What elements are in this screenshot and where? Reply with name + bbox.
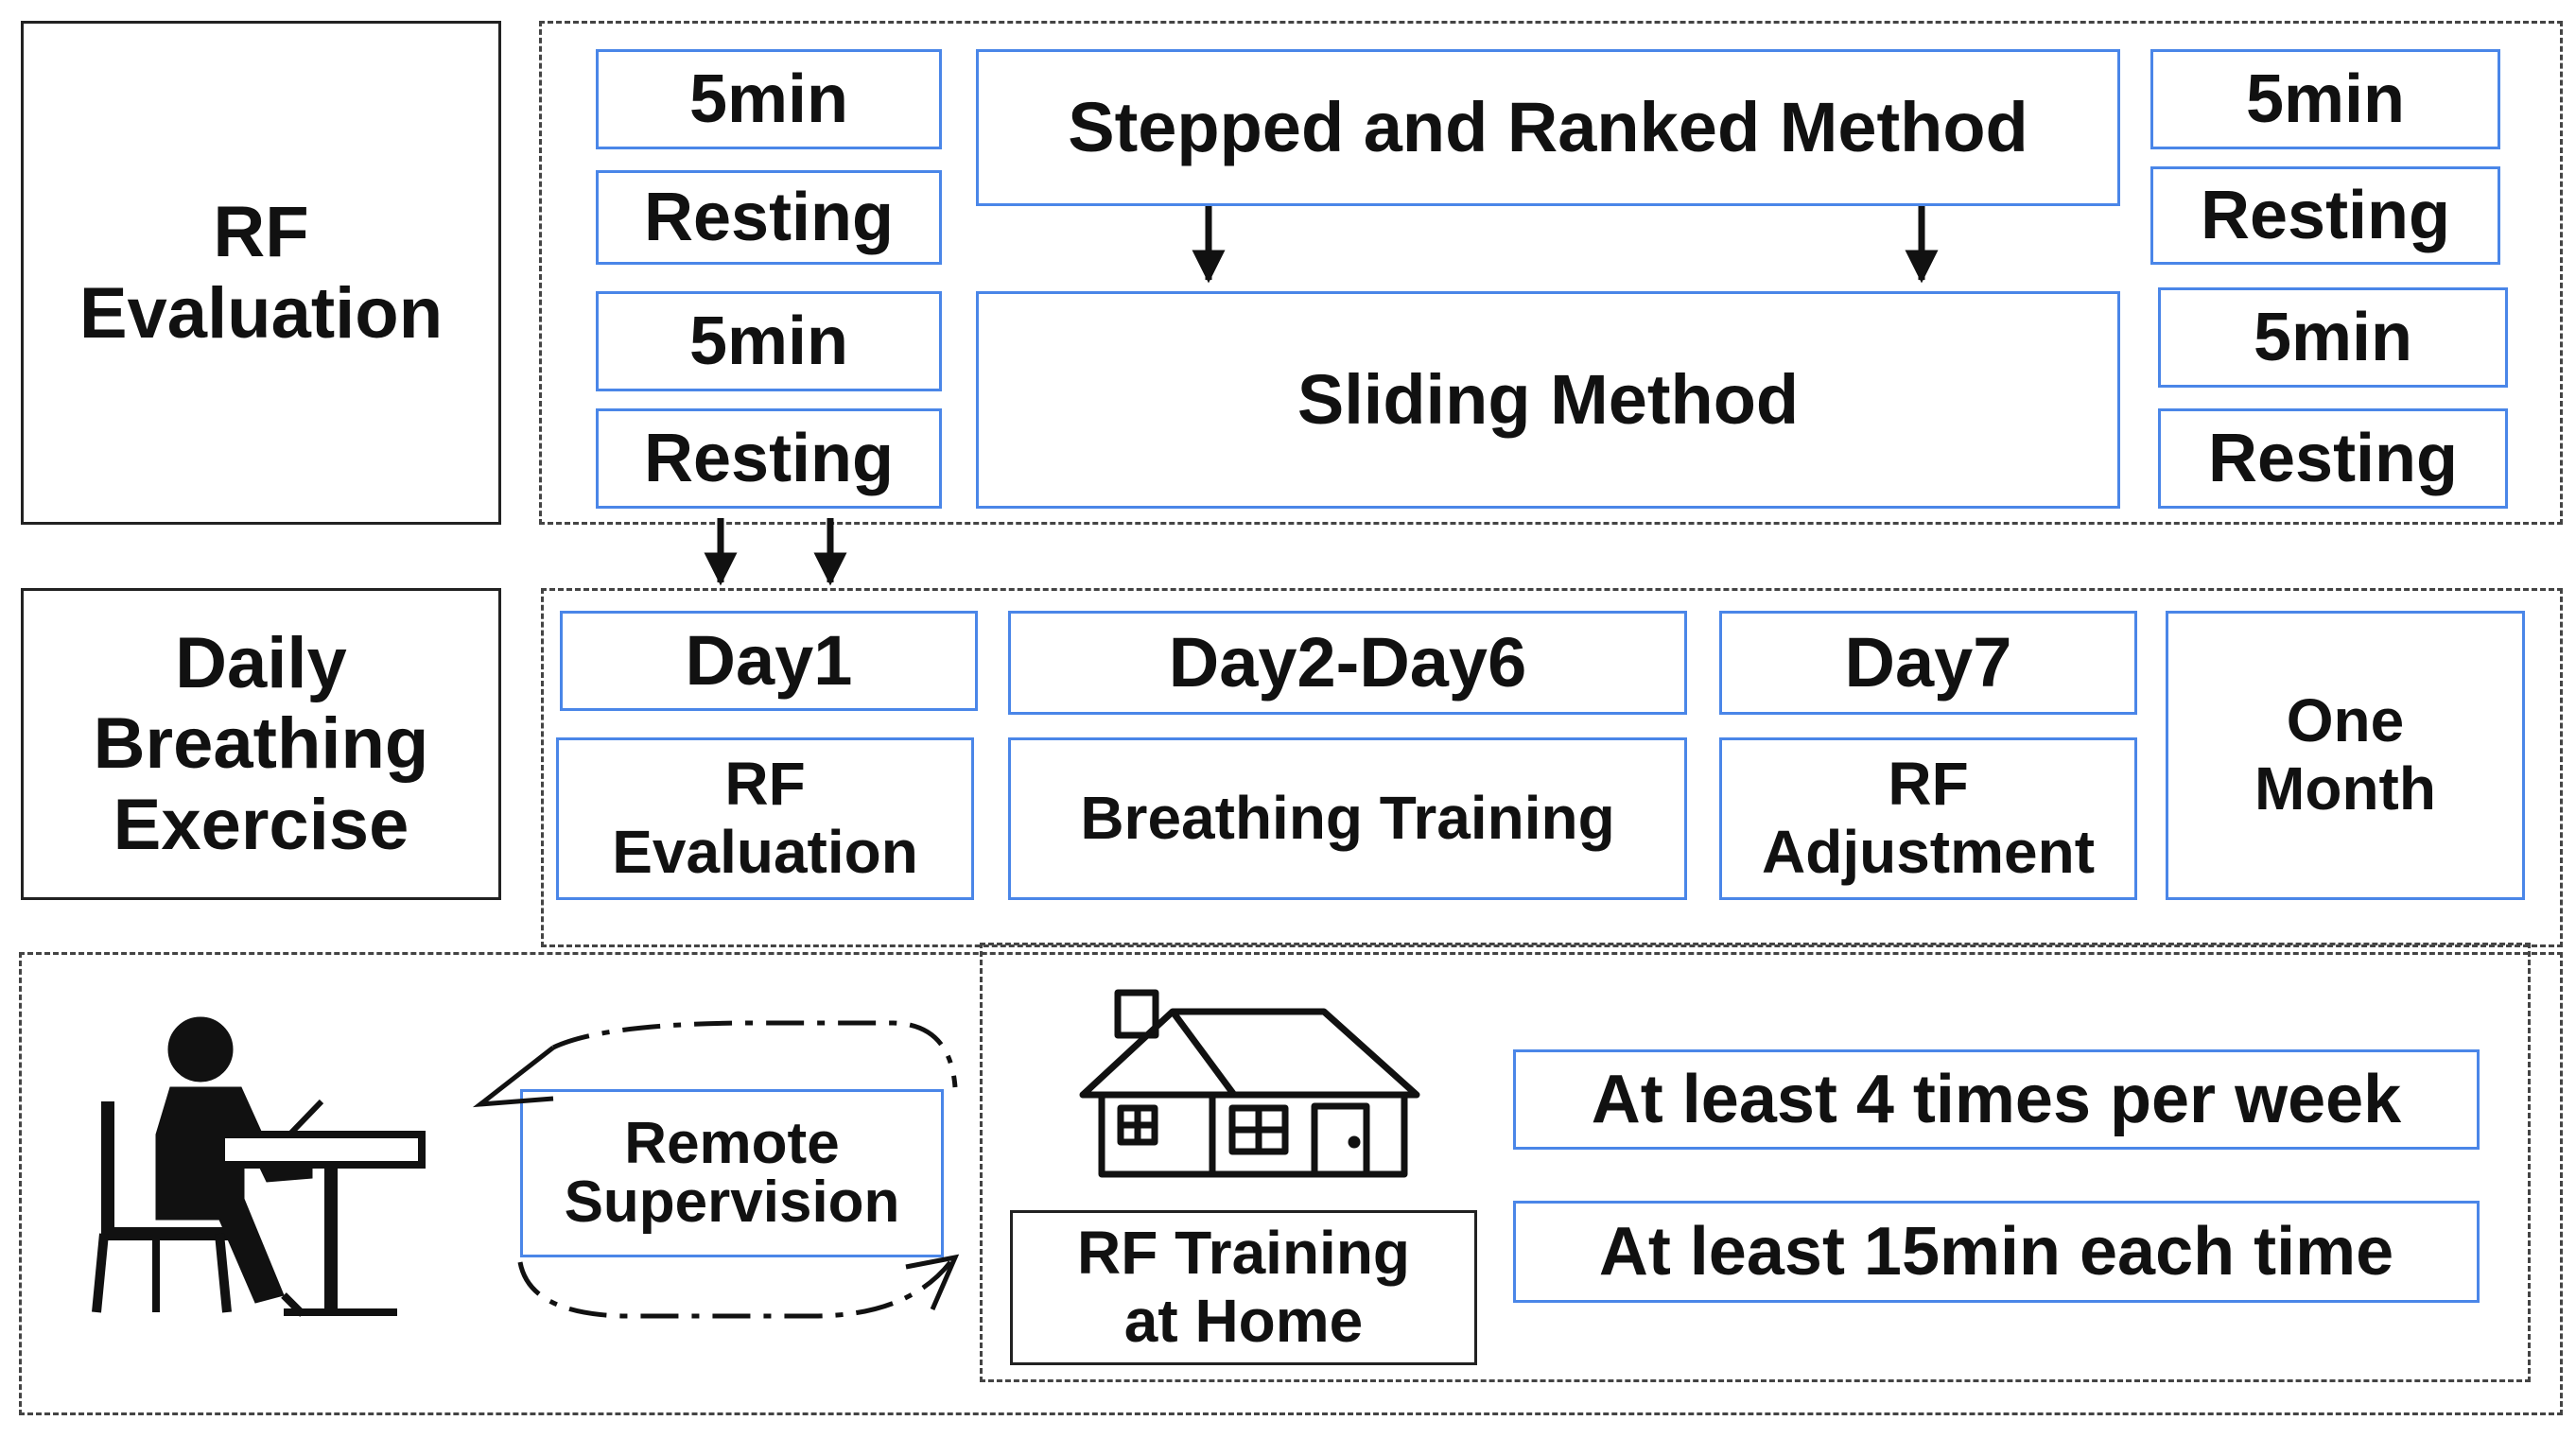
right-bottom-time-box: 5min xyxy=(2158,287,2508,388)
right-top-resting-box: Resting xyxy=(2150,166,2500,265)
chevron-left-icon xyxy=(472,1046,555,1108)
sliding-method-box: Sliding Method xyxy=(976,291,2120,509)
day7-task-box: RF Adjustment xyxy=(1719,737,2137,900)
day7-box: Day7 xyxy=(1719,611,2137,715)
left-bottom-time-box: 5min xyxy=(596,291,942,391)
daily-breathing-section-label: Daily Breathing Exercise xyxy=(21,588,501,900)
supervision-loop-bottom xyxy=(517,1260,952,1319)
supervision-loop-top xyxy=(551,1020,958,1088)
home-outer-frame xyxy=(19,952,2563,1415)
one-month-box: One Month xyxy=(2166,611,2525,900)
frequency-per-week-box: At least 4 times per week xyxy=(1513,1049,2480,1150)
day2-day6-task-box: Breathing Training xyxy=(1008,737,1687,900)
chevron-right-icon xyxy=(905,1254,960,1310)
left-top-time-box: 5min xyxy=(596,49,942,149)
stepped-ranked-method-box: Stepped and Ranked Method xyxy=(976,49,2120,206)
left-bottom-resting-box: Resting xyxy=(596,408,942,509)
right-top-time-box: 5min xyxy=(2150,49,2500,149)
duration-each-time-box: At least 15min each time xyxy=(1513,1201,2480,1303)
daily-group-frame xyxy=(541,588,2563,947)
rf-evaluation-section-label: RF Evaluation xyxy=(21,21,501,525)
home-inner-frame xyxy=(980,943,2531,1382)
evaluation-group-frame xyxy=(539,21,2563,525)
remote-supervision-box: Remote Supervision xyxy=(520,1089,944,1257)
rf-training-at-home-box: RF Training at Home xyxy=(1010,1210,1477,1365)
house-icon xyxy=(1079,989,1420,1178)
person-at-desk-icon xyxy=(92,1016,426,1317)
day1-box: Day1 xyxy=(560,611,978,711)
day1-task-box: RF Evaluation xyxy=(556,737,974,900)
day2-day6-box: Day2-Day6 xyxy=(1008,611,1687,715)
left-top-resting-box: Resting xyxy=(596,170,942,265)
right-bottom-resting-box: Resting xyxy=(2158,408,2508,509)
